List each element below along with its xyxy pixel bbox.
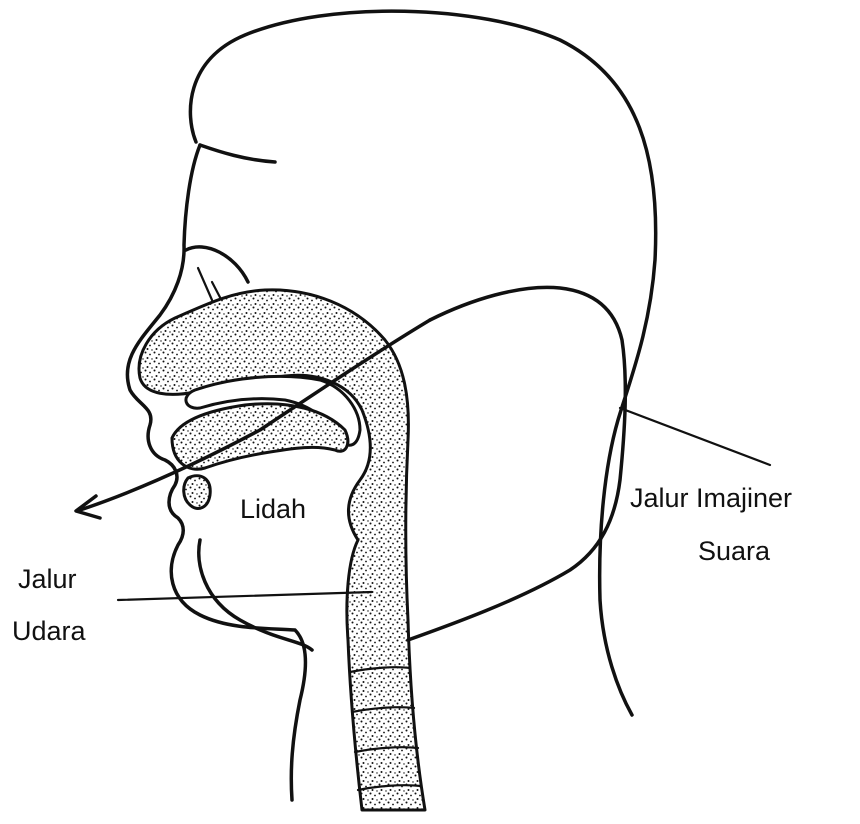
label-airway-line1: Jalur	[18, 564, 77, 594]
label-imaginary-path-line1: Jalur Imajiner	[630, 483, 792, 513]
jaw-line	[408, 287, 625, 640]
label-imaginary-path-line2: Suara	[698, 536, 771, 566]
eye-icon	[186, 247, 248, 282]
face-profile	[127, 145, 305, 800]
label-airway-line2: Udara	[12, 616, 87, 646]
nasal-pharynx-trachea	[139, 290, 425, 810]
label-tongue: Lidah	[240, 494, 306, 524]
brow-line	[200, 145, 275, 162]
airway-leader	[118, 592, 372, 600]
imaginary-path-leader	[620, 408, 770, 465]
lower-lip	[184, 476, 210, 509]
